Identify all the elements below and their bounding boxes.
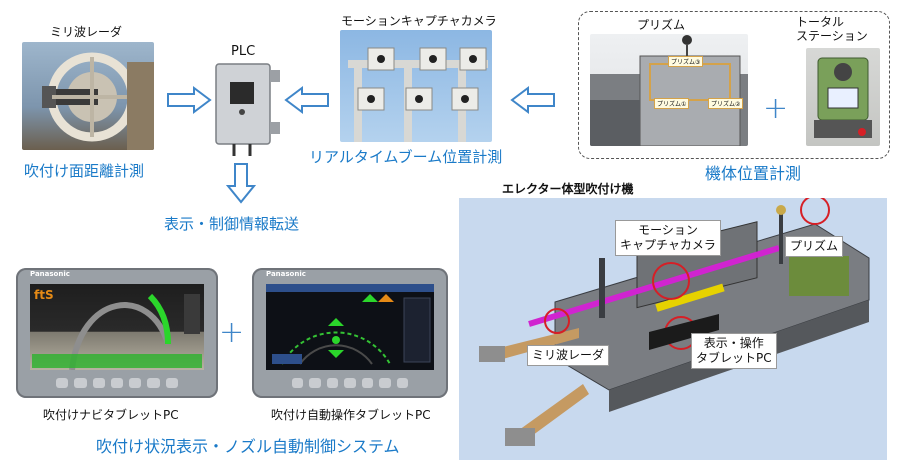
total-station-title: トータル ステーション <box>796 15 868 43</box>
machine-title: エレクター体型吹付け機 <box>502 182 634 196</box>
auto-tablet-label: 吹付け自動操作タブレットPC <box>271 408 431 422</box>
mocap-photo <box>340 30 492 142</box>
tablet-keys-2 <box>292 378 408 390</box>
arrow-right-icon <box>167 86 212 114</box>
plus-icon: + <box>763 91 789 126</box>
tablet-brand-2: Panasonic <box>266 270 306 278</box>
total-station-photo <box>806 48 880 146</box>
system-caption: 吹付け状況表示・ノズル自動制御システム <box>96 437 400 456</box>
mocap-title: モーションキャプチャカメラ <box>341 14 497 28</box>
prism-tag-3: プリズム③ <box>668 56 704 67</box>
prism-tag-2: プリズム② <box>708 98 744 109</box>
transfer-caption: 表示・制御情報転送 <box>164 215 300 233</box>
tablet-brand: Panasonic <box>30 270 70 278</box>
plus-icon-2: + <box>219 315 245 350</box>
callout-prism: プリズム <box>785 236 844 257</box>
body-caption: 機体位置計測 <box>705 164 802 183</box>
arrow-left-icon-2 <box>510 86 555 114</box>
boom-caption: リアルタイムブーム位置計測 <box>309 148 503 166</box>
plc-title: PLC <box>231 44 256 59</box>
prism-photo: プリズム③ プリズム① プリズム② <box>590 34 748 146</box>
auto-tablet: Panasonic <box>252 268 448 398</box>
tablet-keys <box>56 378 178 390</box>
radar-caption: 吹付け面距離計測 <box>24 162 145 180</box>
radar-photo <box>22 42 154 150</box>
navi-logo: ftS <box>34 288 54 302</box>
body-position-group <box>578 11 890 159</box>
callout-mocap: モーション キャプチャカメラ <box>615 220 721 256</box>
radar-title: ミリ波レーダ <box>50 25 123 39</box>
navi-tablet-label: 吹付けナビタブレットPC <box>43 408 179 422</box>
callout-tablet: 表示・操作 タブレットPC <box>691 333 777 369</box>
arrow-left-icon <box>284 86 329 114</box>
prism-tag-1: プリズム① <box>654 98 690 109</box>
callout-radar: ミリ波レーダ <box>527 345 610 366</box>
plc-cabinet-icon <box>215 63 280 156</box>
arrow-down-icon <box>226 163 256 204</box>
navi-screen: ftS <box>30 284 204 370</box>
machine-diagram-panel: モーション キャプチャカメラ プリズム ミリ波レーダ 表示・操作 タブレットPC <box>459 198 887 460</box>
prism-title: プリズム <box>637 18 686 32</box>
navi-tablet: Panasonic ftS <box>16 268 218 398</box>
auto-screen <box>266 284 434 370</box>
